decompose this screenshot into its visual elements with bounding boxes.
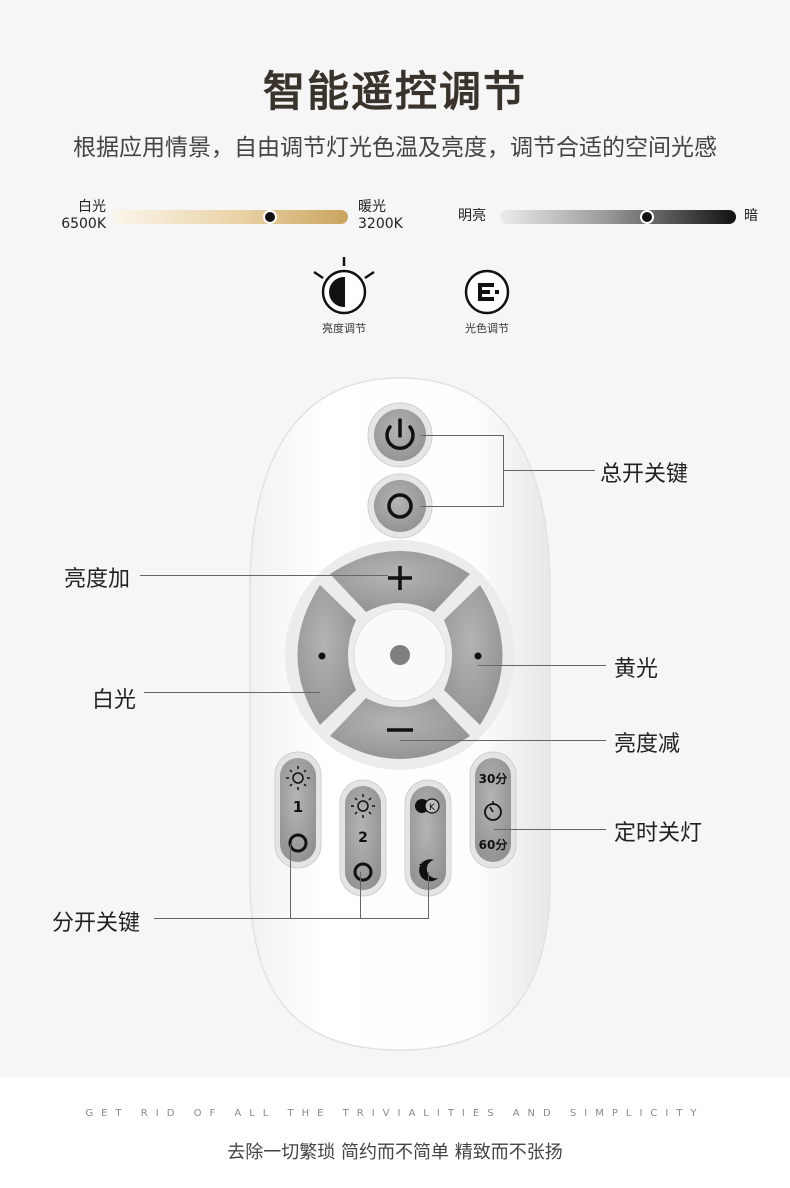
brightness-up-button[interactable] <box>330 551 470 612</box>
brightness-slider-track[interactable] <box>500 210 736 224</box>
timer-button[interactable] <box>469 751 517 869</box>
color-temp-left: 白光 6500K <box>60 199 106 233</box>
timer-60-label: 60分 <box>479 837 508 852</box>
k-symbol: K <box>429 803 436 813</box>
leader-sub-3 <box>428 872 429 918</box>
white-light-button[interactable] <box>297 585 357 725</box>
timer-30-label: 30分 <box>479 771 508 786</box>
power-button[interactable] <box>367 402 433 468</box>
indicator-light <box>390 645 410 665</box>
off-button[interactable] <box>367 473 433 539</box>
color-temp-slider-track[interactable] <box>112 210 348 224</box>
yellow-light-button[interactable] <box>444 585 503 725</box>
color-temp-right: 暖光 3200K <box>358 199 418 233</box>
leader-master-v <box>503 435 504 507</box>
leader-white-light <box>144 692 320 693</box>
footer-english: GET RID OF ALL THE TRIVIALITIES AND SIMP… <box>85 1108 705 1119</box>
color-temp-left-name: 白光 <box>78 199 106 215</box>
leader-sub-h <box>154 918 429 919</box>
scene-1-button[interactable] <box>274 751 322 869</box>
scene-2-button[interactable] <box>339 779 387 897</box>
leader-master-out <box>503 470 595 471</box>
color-adjust-label: 光色调节 <box>465 322 509 335</box>
leader-sub-1 <box>290 844 291 918</box>
leader-sub-2 <box>360 872 361 918</box>
svg-text:★: ★ <box>418 861 426 871</box>
brightness-adjust-label: 亮度调节 <box>322 322 366 335</box>
leader-brightness-up <box>140 575 388 576</box>
scene-1-label: 1 <box>293 798 303 816</box>
leader-off-h <box>420 506 504 507</box>
color-adjust-icon <box>464 269 510 315</box>
callout-yellow-light: 黄光 <box>614 657 659 682</box>
leader-timer <box>494 829 606 830</box>
brightness-left-label: 明亮 <box>458 208 486 224</box>
callout-timer-off: 定时关灯 <box>614 821 703 846</box>
callout-brightness-up: 亮度加 <box>64 567 131 592</box>
footer <box>0 1077 790 1188</box>
callout-white-light: 白光 <box>92 688 137 713</box>
color-temp-right-value: 3200K <box>358 216 403 232</box>
callout-sub-switch: 分开关键 <box>52 911 141 936</box>
color-temp-left-value: 6500K <box>61 216 106 232</box>
scene-2-label: 2 <box>358 830 368 846</box>
brightness-adjust-icon <box>313 257 375 315</box>
leader-power-h <box>420 435 504 436</box>
night-mode-button[interactable]: ★ <box>404 779 452 897</box>
brightness-right-label: 暗 <box>744 208 758 224</box>
callout-brightness-down: 亮度减 <box>614 732 681 757</box>
footer-chinese: 去除一切繁琐 简约而不简单 精致而不张扬 <box>227 1142 563 1163</box>
page-title: 智能遥控调节 <box>262 67 527 116</box>
color-temp-right-name: 暖光 <box>358 199 386 215</box>
callout-master-switch: 总开关键 <box>600 462 689 487</box>
leader-brightness-down <box>400 740 606 741</box>
leader-yellow-light <box>478 665 606 666</box>
brightness-down-button[interactable] <box>330 698 470 759</box>
page-subtitle: 根据应用情景，自由调节灯光色温及亮度，调节合适的空间光感 <box>73 135 717 161</box>
brightness-slider-knob[interactable] <box>640 210 654 224</box>
remote-control: 1 2 ★ K <box>249 377 551 1051</box>
color-temp-slider-knob[interactable] <box>263 210 277 224</box>
